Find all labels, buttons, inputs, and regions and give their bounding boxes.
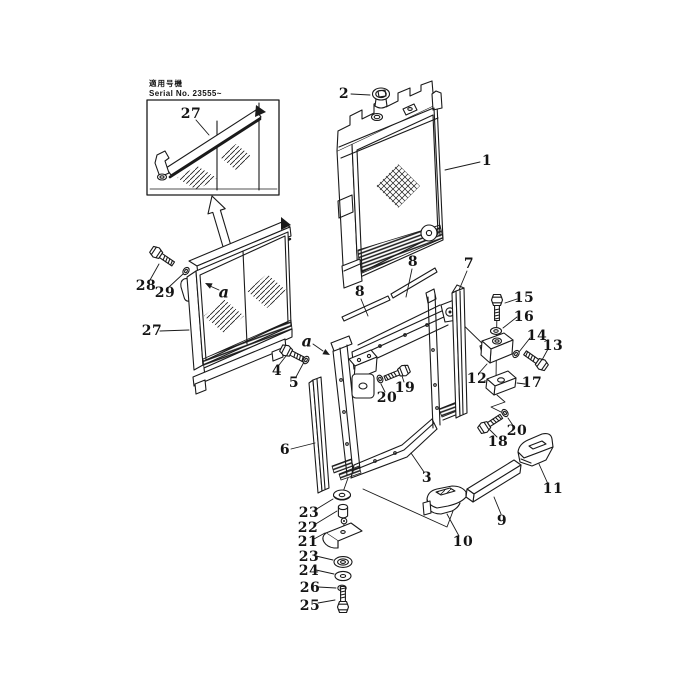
cushion-11 [517,433,554,467]
inset-core-hatch-left [177,166,217,190]
strip-8-left [341,295,391,322]
filler-neck [370,112,384,122]
washer-20-upper [375,373,385,385]
overflow-fitting [402,103,418,116]
strip-8-right [390,267,438,299]
cushion-10 [422,485,467,516]
serial-note-en: Serial No. 23555~ [149,88,222,98]
washer-21-pilot [340,517,348,525]
bolt-19 [382,362,412,384]
frame-mount-bracket [348,349,378,399]
leader-lines [149,93,549,604]
bracket-12 [479,332,514,364]
radiator-mesh [376,164,420,208]
bar-7 [451,284,468,419]
washer-23-lower [333,556,353,568]
frame-bottom-plate [362,488,454,528]
bar-9 [465,459,522,503]
bar-6 [308,376,330,494]
washer-24 [334,570,352,582]
inset-box [146,99,280,196]
bolt-18 [476,411,505,436]
radiator-assembly-1 [336,80,444,289]
frame-foot-pad [331,458,354,474]
bracket-21 [322,522,363,549]
washer-14 [511,348,521,360]
bolt-28 [147,244,177,270]
washer-16 [489,327,503,335]
a-arrow-upper [205,283,220,291]
frame-3 [330,288,464,528]
core-hatch-left [204,299,244,333]
radiator-top-bracket [431,90,443,111]
radiator-cap-2 [371,87,391,109]
serial-note-jp: 適用号機 [149,79,183,88]
core-hatch-right [247,274,287,308]
inset-core-hatch-right [220,144,252,170]
inset-elbow-pipe [154,150,170,181]
frame-foot-pad [338,465,362,481]
a-arrow-lower [312,343,330,355]
bolt-15 [490,293,504,322]
bushing-22 [337,503,349,519]
radiator-core-27 [180,217,293,395]
radiator-foot [341,258,363,289]
plate-17 [485,370,517,396]
serial-note: 適用号機 Serial No. 23555~ [149,79,222,98]
washer-23-upper [332,489,352,501]
bolt-13 [521,347,551,373]
